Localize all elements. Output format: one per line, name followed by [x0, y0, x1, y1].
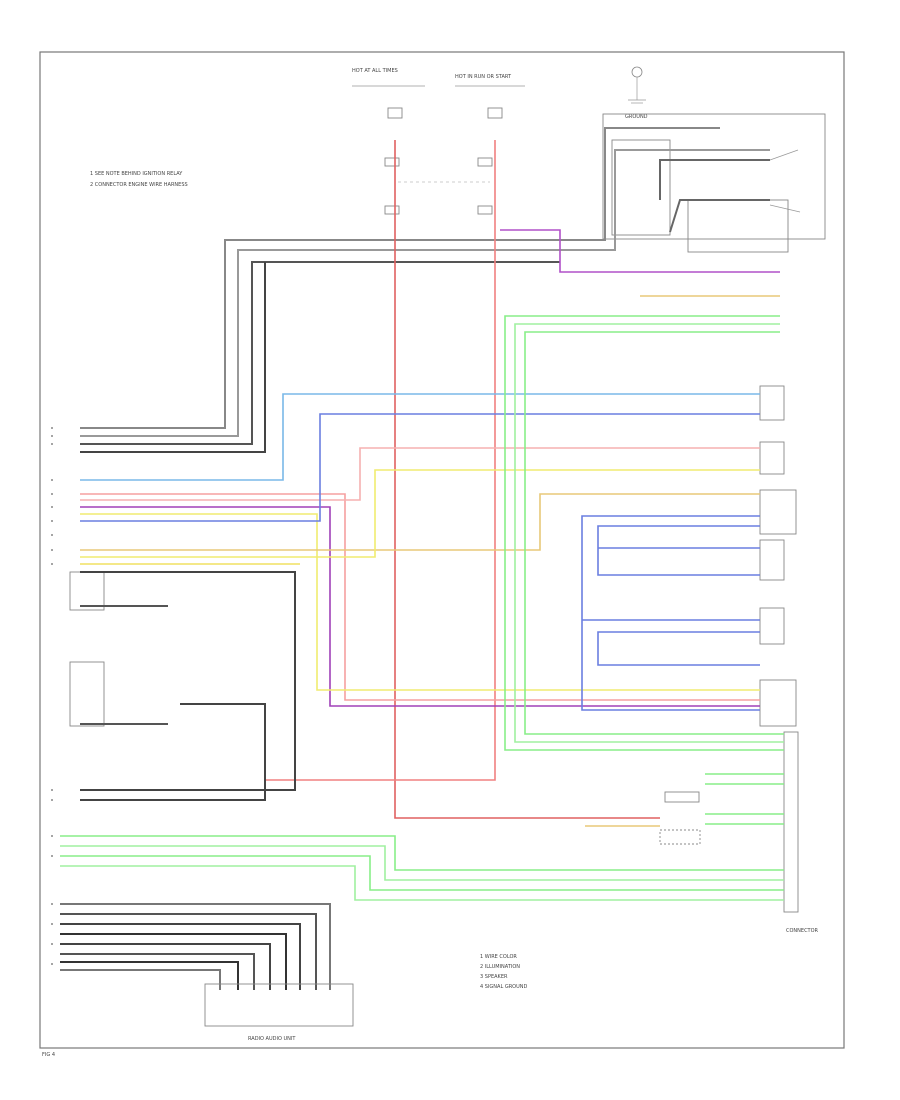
left-speaker-blocks [69, 571, 105, 727]
power-header-2: HOT IN RUN OR START [455, 74, 512, 80]
radio-audio-unit: RADIO AUDIO UNIT [204, 983, 354, 1042]
legend-item-2: 2 ILLUMINATION [480, 964, 520, 970]
legend-item-1: 1 WIRE COLOR [480, 954, 517, 960]
ground-label: GROUND [625, 114, 648, 120]
right-connector-label: CONNECTOR [786, 928, 819, 934]
power-source-block: HOT AT ALL TIMES HOT IN RUN OR START [352, 68, 525, 215]
wire-group-tan-yellow [80, 295, 780, 827]
wire-group-red [80, 140, 760, 819]
bottom-component-label: RADIO AUDIO UNIT [248, 1036, 296, 1042]
legend-item-3: 3 SPEAKER [480, 974, 508, 980]
right-components: CONNECTOR [759, 385, 819, 934]
bottom-legend: 1 WIRE COLOR 2 ILLUMINATION 3 SPEAKER 4 … [480, 954, 528, 990]
wire-group-dark-lower [80, 571, 296, 801]
power-header: HOT AT ALL TIMES [352, 68, 398, 74]
wire-group-bottom [60, 903, 331, 990]
legend-item-4: 4 SIGNAL GROUND [480, 984, 528, 990]
wire-group-purple [80, 229, 780, 707]
diagram-frame [39, 51, 845, 1049]
ground-symbol: GROUND [625, 66, 648, 120]
page-code: FIG 4 [42, 1052, 55, 1058]
switch-block [602, 113, 826, 253]
amplifier-block [659, 791, 701, 845]
wire-group-dark [80, 127, 770, 453]
note-2: 2 CONNECTOR ENGINE WIRE HARNESS [90, 182, 188, 188]
notes-block: 1 SEE NOTE BEHIND IGNITION RELAY 2 CONNE… [90, 171, 188, 188]
left-connector-pins [51, 427, 53, 965]
wire-group-blue [80, 393, 760, 711]
note-1: 1 SEE NOTE BEHIND IGNITION RELAY [90, 171, 183, 177]
wire-group-green [60, 315, 784, 901]
